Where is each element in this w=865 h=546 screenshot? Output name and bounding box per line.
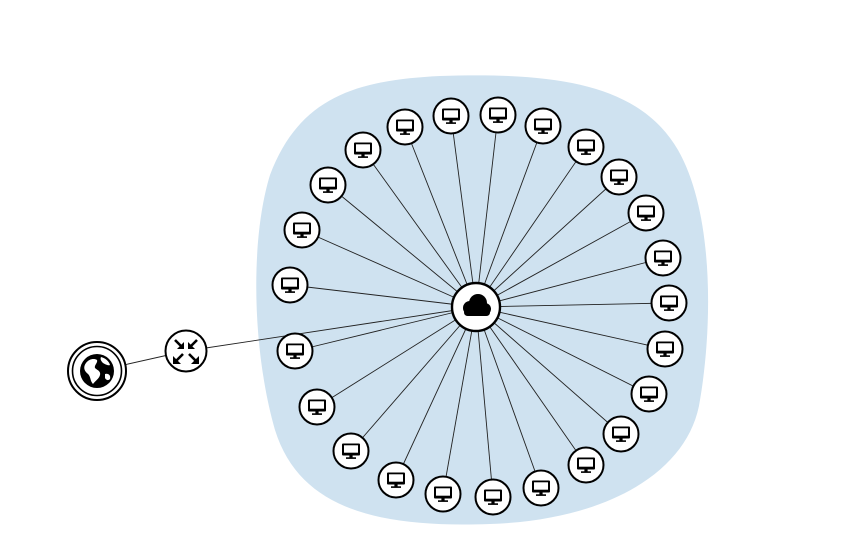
workstation-ring: [271, 96, 688, 516]
workstation-node[interactable]: [567, 446, 605, 484]
link-hub-workstation: [475, 306, 650, 395]
workstation-node[interactable]: [377, 461, 415, 499]
link-hub-workstation: [475, 257, 664, 308]
workstation-node[interactable]: [298, 388, 336, 426]
link-hub-workstation: [450, 115, 477, 308]
link-hub-workstation: [475, 146, 587, 308]
link-hub-workstation: [362, 149, 477, 308]
workstation-node[interactable]: [424, 475, 462, 513]
workstation-node[interactable]: [474, 478, 512, 516]
router-icon: [173, 339, 199, 364]
link-router-hub: [185, 306, 477, 352]
workstation-node[interactable]: [627, 194, 665, 232]
link-hub-workstation: [316, 306, 477, 408]
link-hub-workstation: [350, 306, 477, 452]
link-hub-workstation: [475, 306, 587, 466]
workstation-node[interactable]: [386, 108, 424, 146]
workstation-node[interactable]: [283, 211, 321, 249]
workstation-node[interactable]: [650, 284, 688, 322]
link-hub-workstation: [475, 176, 620, 308]
link-hub-workstation: [475, 114, 499, 308]
workstation-node[interactable]: [600, 158, 638, 196]
cloud-icon: [463, 294, 491, 316]
workstation-node[interactable]: [332, 432, 370, 470]
globe-icon: [80, 354, 114, 388]
workstation-node[interactable]: [522, 469, 560, 507]
internet-node-inner-ring: [71, 345, 123, 397]
link-hub-workstation: [327, 184, 477, 308]
workstation-node[interactable]: [602, 415, 640, 453]
link-hub-workstation: [475, 306, 622, 435]
link-hub-workstation: [475, 125, 544, 308]
link-hub-workstation: [475, 306, 494, 498]
link-hub-workstation: [289, 284, 477, 308]
workstation-node[interactable]: [344, 131, 382, 169]
router-node-ring: [164, 329, 208, 373]
workstation-node[interactable]: [309, 166, 347, 204]
workstation-node[interactable]: [271, 266, 309, 304]
link-hub-workstation: [475, 306, 542, 489]
cloud-hub-node[interactable]: [450, 281, 502, 333]
workstation-node[interactable]: [524, 107, 562, 145]
internet-node[interactable]: [67, 341, 127, 401]
workstation-node[interactable]: [644, 239, 682, 277]
link-hub-workstation: [294, 306, 477, 352]
workstation-node[interactable]: [630, 375, 668, 413]
link-hub-workstation: [475, 306, 666, 350]
workstation-node[interactable]: [432, 97, 470, 135]
workstation-node[interactable]: [567, 128, 605, 166]
workstation-node[interactable]: [646, 330, 684, 368]
link-hub-workstation: [442, 306, 477, 495]
link-hub-workstation: [404, 126, 477, 308]
link-hub-workstation: [475, 212, 647, 308]
link-hub-workstation: [395, 306, 477, 481]
link-hub-workstation: [475, 302, 670, 308]
workstation-node[interactable]: [479, 96, 517, 134]
network-links: [96, 114, 670, 498]
router-node[interactable]: [164, 329, 208, 373]
link-hub-workstation: [301, 229, 477, 308]
workstation-node[interactable]: [276, 332, 314, 370]
